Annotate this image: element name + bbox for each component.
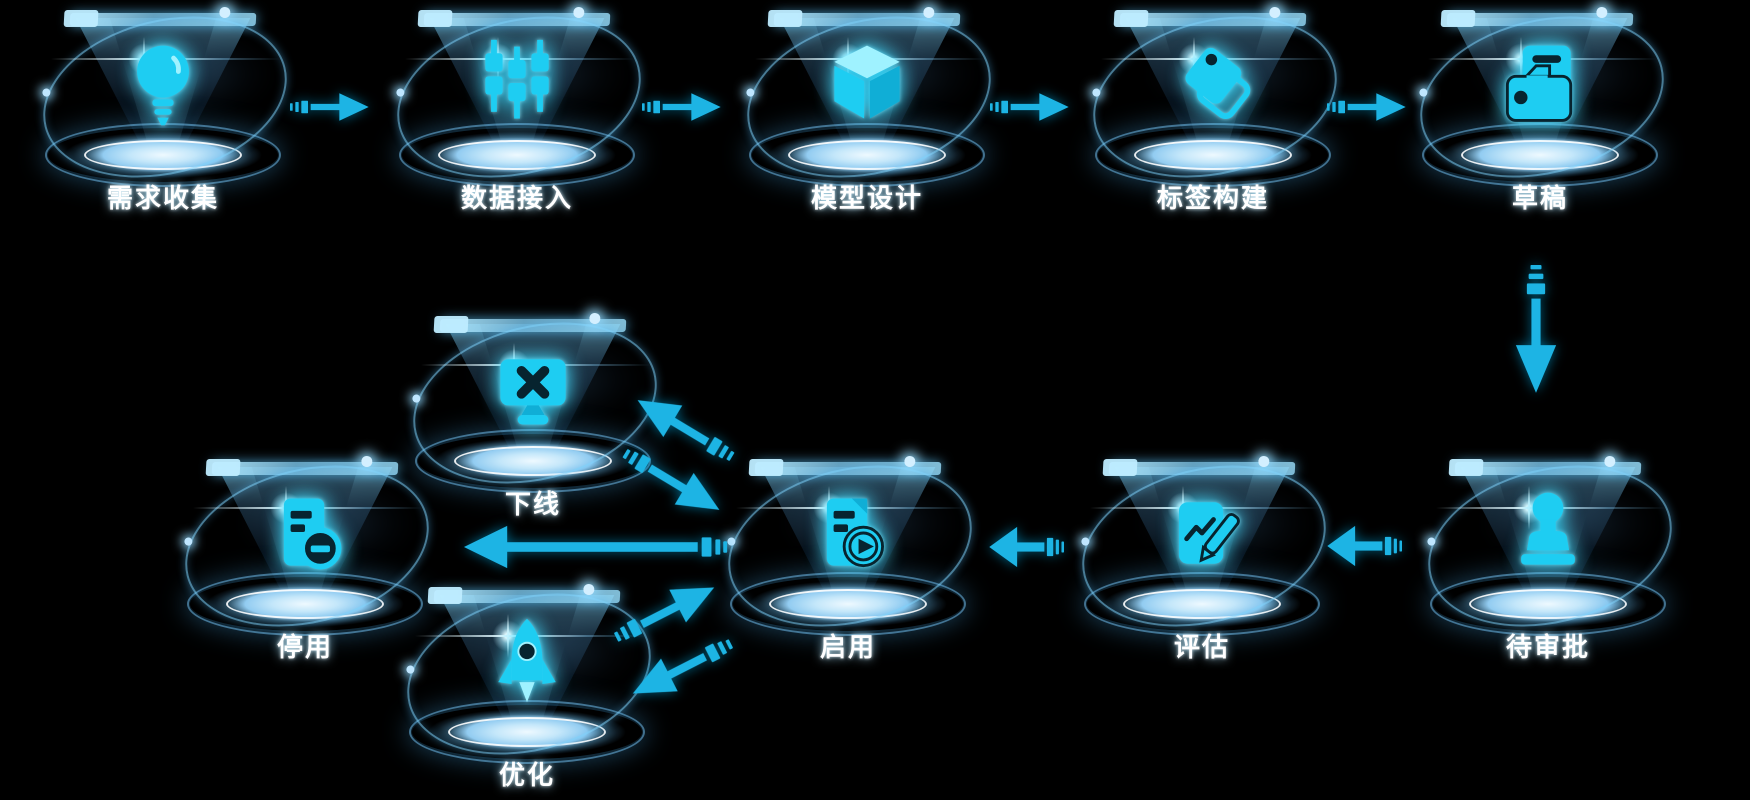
server-minus-icon xyxy=(283,498,342,570)
arrow-requirement-to-data xyxy=(290,93,369,121)
monitor-x-icon xyxy=(500,359,566,425)
node-model-design: 模型设计 xyxy=(727,0,1027,219)
server-play-icon xyxy=(826,498,884,568)
hologram xyxy=(708,441,1008,651)
arrow-tag-to-draft xyxy=(1327,93,1406,121)
node-label: 停用 xyxy=(276,632,333,662)
node-pending-approval: 待审批 xyxy=(1408,441,1708,668)
folder-icon xyxy=(1505,45,1573,122)
arrow-enabled-to-disabled xyxy=(463,525,728,569)
arrow-draft-to-approval xyxy=(1515,265,1557,393)
report-pen-icon xyxy=(1178,502,1240,564)
hologram xyxy=(377,0,677,202)
stamp-icon xyxy=(1521,492,1575,565)
node-requirement-collection: 需求收集 xyxy=(23,0,323,219)
lightbulb-icon xyxy=(137,45,189,126)
node-evaluation: 评估 xyxy=(1062,441,1362,668)
hologram xyxy=(1062,441,1362,651)
hologram xyxy=(727,0,1027,202)
node-offline: 下线 xyxy=(393,298,693,525)
hologram xyxy=(1400,0,1700,202)
node-enabled: 启用 xyxy=(708,441,1008,668)
arrow-evaluation-to-enabled xyxy=(989,526,1064,568)
hologram xyxy=(1073,0,1373,202)
node-disabled: 停用 xyxy=(165,441,465,668)
node-label: 草稿 xyxy=(1511,183,1568,213)
arrow-model-to-tag xyxy=(990,93,1069,121)
node-label: 数据接入 xyxy=(460,183,573,213)
hologram xyxy=(23,0,323,202)
node-label: 下线 xyxy=(504,489,561,519)
node-label: 评估 xyxy=(1173,632,1230,662)
node-tag-construction: 标签构建 xyxy=(1073,0,1373,219)
hologram xyxy=(1408,441,1708,651)
node-label: 标签构建 xyxy=(1156,183,1269,213)
node-label: 优化 xyxy=(498,760,555,790)
node-label: 模型设计 xyxy=(810,183,923,213)
node-draft: 草稿 xyxy=(1400,0,1700,219)
hologram xyxy=(393,298,693,508)
cube-icon xyxy=(834,45,900,119)
node-label: 需求收集 xyxy=(106,183,219,213)
node-data-access: 数据接入 xyxy=(377,0,677,219)
connectors-icon xyxy=(485,39,549,119)
node-label: 启用 xyxy=(819,632,876,662)
tag-icon xyxy=(1185,47,1251,120)
rocket-icon xyxy=(498,618,556,703)
hologram xyxy=(165,441,465,651)
hologram xyxy=(387,569,687,779)
arrow-data-to-model xyxy=(642,93,721,121)
node-label: 待审批 xyxy=(1505,632,1590,662)
arrow-approval-to-evaluation xyxy=(1327,525,1402,567)
